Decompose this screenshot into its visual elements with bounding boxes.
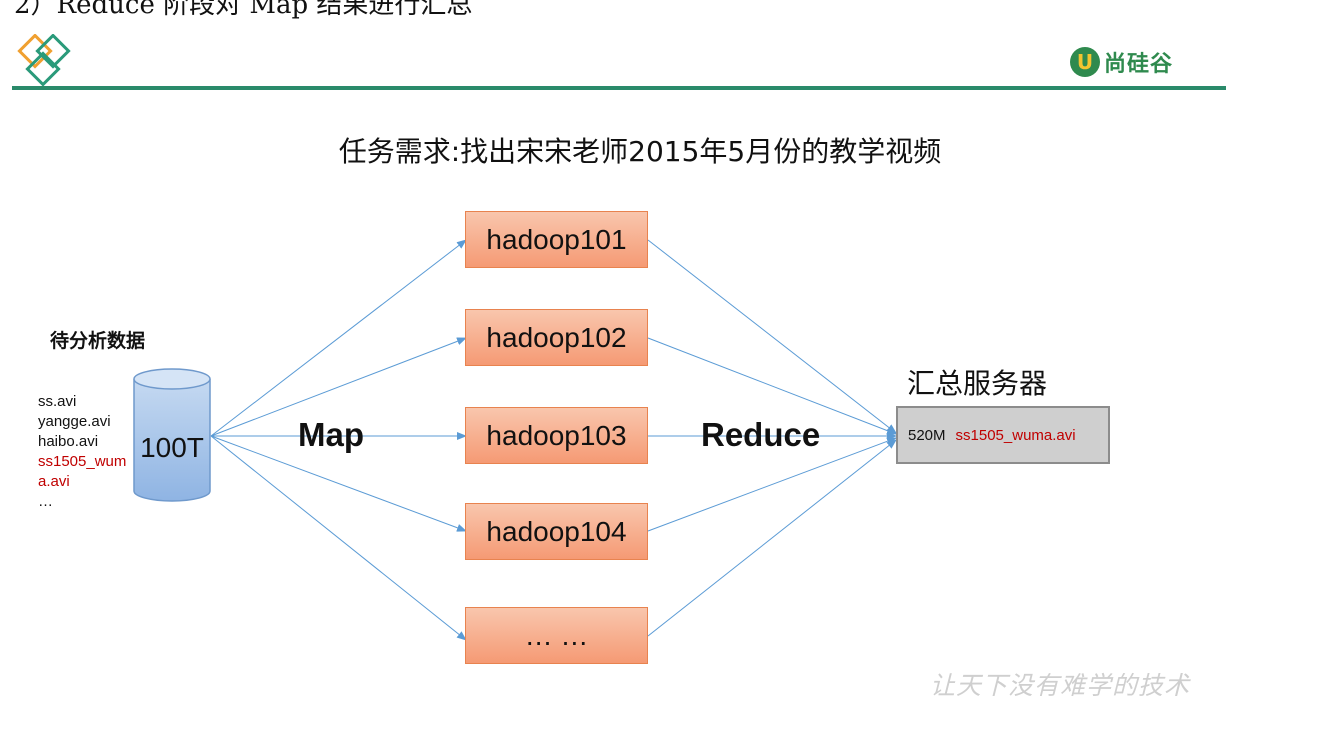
slogan: 让天下没有难学的技术 — [930, 671, 1191, 700]
server-title: 汇总服务器 — [907, 367, 1048, 400]
task-title: 任务需求:找出宋宋老师2015年5月份的教学视频 — [338, 135, 942, 168]
file-item: yangge.avi — [38, 413, 111, 430]
map-arrow-101 — [210, 239, 467, 437]
file-list: ss.avi yangge.avi haibo.avi ss1505_wuma.… — [38, 392, 130, 512]
brand-logo: U 尚硅谷 — [1070, 44, 1173, 80]
u-logo-icon: U — [1070, 47, 1100, 77]
file-item-highlighted: ss1505_wuma.avi — [38, 453, 127, 490]
server-file: ss1505_wuma.avi — [955, 426, 1076, 444]
reduce-arrow-104 — [647, 437, 897, 532]
file-item-more: … — [38, 493, 53, 510]
server-box: 520M ss1505_wuma.avi — [896, 406, 1110, 464]
header-rule — [12, 86, 1226, 90]
map-arrow-104 — [210, 435, 467, 532]
database-cylinder-icon — [133, 368, 211, 502]
node-hadoop102: hadoop102 — [465, 309, 648, 366]
reduce-label: Reduce — [701, 416, 821, 453]
reduce-arrow-101 — [647, 239, 897, 434]
diamond-logo-icon — [17, 34, 71, 87]
server-size: 520M — [908, 426, 946, 444]
reduce-arrow-more — [647, 439, 897, 637]
map-arrow-more — [210, 435, 467, 641]
file-item: haibo.avi — [38, 433, 99, 450]
file-item: ss.avi — [38, 393, 77, 410]
map-arrow-102 — [210, 337, 467, 437]
node-more: … … — [465, 607, 648, 664]
node-hadoop101: hadoop101 — [465, 211, 648, 268]
source-heading: 待分析数据 — [50, 330, 146, 352]
data-size: 100T — [140, 432, 204, 463]
map-label: Map — [298, 416, 364, 453]
reduce-arrow-102 — [647, 337, 897, 435]
brand-name: 尚硅谷 — [1104, 52, 1174, 77]
slide-heading: 2）Reduce 阶段对 Map 结果进行汇总 — [14, 0, 473, 20]
node-hadoop103: hadoop103 — [465, 407, 648, 464]
node-hadoop104: hadoop104 — [465, 503, 648, 560]
